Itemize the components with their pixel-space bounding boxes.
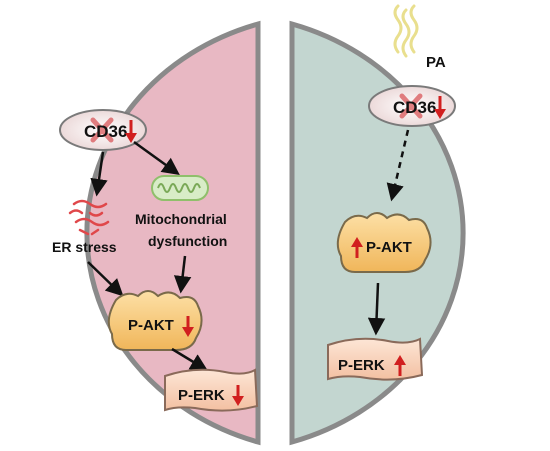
arrow-pakt-to-perk-right <box>367 282 386 336</box>
cd36-label-left: CD36 <box>84 122 127 141</box>
pa-label: PA <box>426 54 446 71</box>
arrow-cd36-to-mito <box>133 140 180 176</box>
up-arrow-icon <box>394 355 406 376</box>
arrow-mito-to-pakt <box>173 255 192 294</box>
pakt-label-left: P-AKT <box>128 317 174 334</box>
cd36-receptor-right: CD36 <box>368 85 456 127</box>
down-arrow-icon <box>182 316 194 337</box>
pakt-protein-right: P-AKT <box>336 212 432 273</box>
er-stress-label: ER stress <box>52 239 117 255</box>
arrow-pakt-to-perk-left <box>171 347 208 371</box>
down-arrow-icon <box>125 120 137 143</box>
mitochondria-icon <box>151 175 209 201</box>
receptor-x-mark-icon <box>399 93 423 119</box>
up-arrow-icon <box>351 237 363 258</box>
perk-protein-left: P-ERK <box>164 368 259 412</box>
pakt-label-right: P-AKT <box>366 239 412 256</box>
er-stress-icon <box>68 199 110 236</box>
pakt-protein-left: P-AKT <box>107 290 203 351</box>
palmitic-acid-icon <box>393 4 419 58</box>
arrow-er-to-pakt <box>87 261 124 297</box>
cd36-receptor-left: CD36 <box>59 109 147 151</box>
perk-protein-right: P-ERK <box>327 337 424 381</box>
down-arrow-icon <box>434 96 446 119</box>
perk-label-right: P-ERK <box>338 357 385 374</box>
mito-label-line2: dysfunction <box>148 233 227 249</box>
mito-label-line1: Mitochondrial <box>135 211 227 227</box>
down-arrow-icon <box>232 385 244 406</box>
dashed-arrow-cd36-to-pakt <box>386 129 410 202</box>
receptor-x-mark-icon <box>90 117 114 143</box>
arrow-cd36-to-er <box>90 151 108 197</box>
perk-label-left: P-ERK <box>178 387 225 404</box>
cd36-label-right: CD36 <box>393 98 436 117</box>
